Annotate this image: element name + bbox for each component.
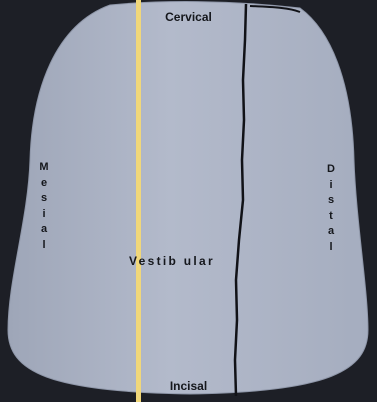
tooth-crown-outline xyxy=(8,2,368,394)
vestibular-label: Vestib ular xyxy=(129,254,215,268)
cervical-label: Cervical xyxy=(0,10,377,24)
incisal-label: Incisal xyxy=(0,379,377,393)
reference-axis-line xyxy=(136,0,141,402)
